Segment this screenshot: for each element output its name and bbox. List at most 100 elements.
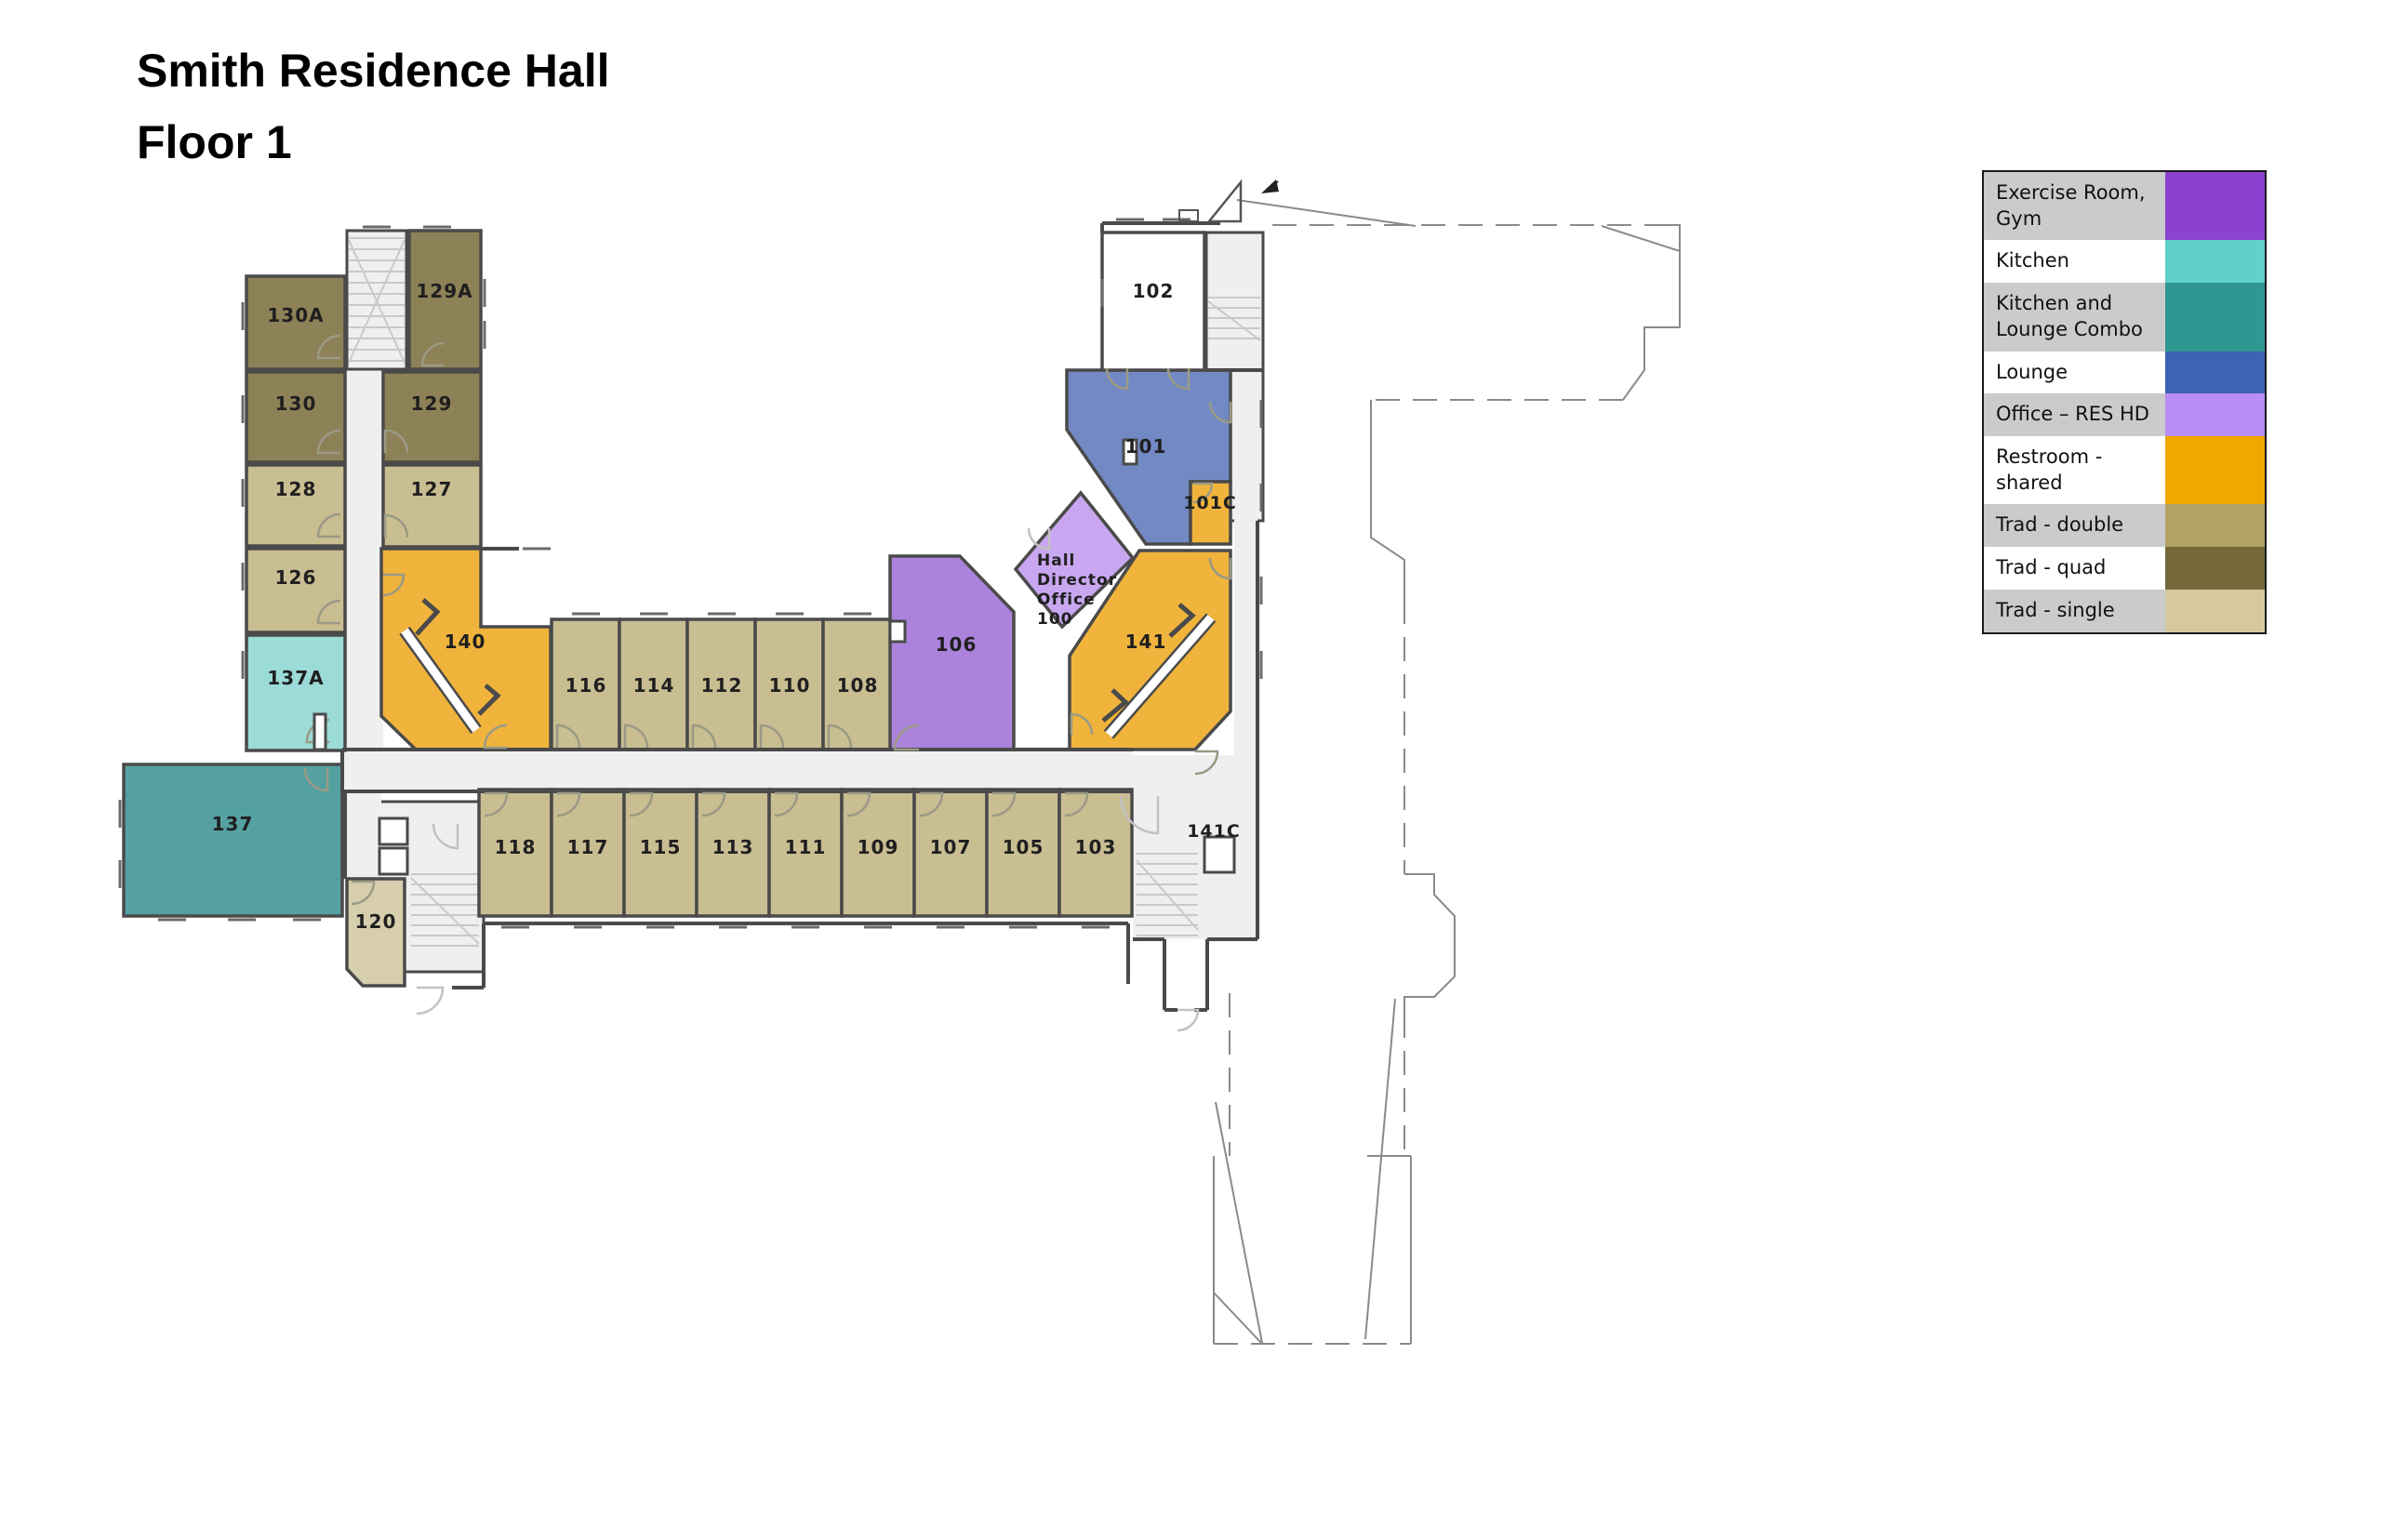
room-label: 107	[930, 836, 972, 858]
room-137A	[245, 633, 347, 752]
closet-slot	[378, 846, 409, 876]
door-swing-arc	[383, 429, 409, 454]
room-128	[245, 463, 347, 548]
legend-row: Trad - single	[1984, 589, 2265, 632]
legend-color-swatch	[2165, 240, 2265, 284]
closet-slot	[1122, 438, 1138, 466]
room-label: 130A	[267, 304, 324, 326]
partition-zigzag	[1168, 603, 1196, 638]
door-swing-arc	[420, 341, 446, 367]
door-swing-arc	[1208, 401, 1232, 424]
room-label: 106	[936, 633, 978, 656]
roof-hatch-icon	[1206, 179, 1243, 223]
legend-label: Trad - single	[1996, 598, 2115, 621]
room-label: 120	[355, 910, 397, 933]
door-swing-arc	[1177, 1008, 1200, 1032]
door-swing-arc	[382, 573, 406, 597]
corridor-area	[342, 750, 1133, 793]
legend-color-swatch	[2165, 504, 2265, 548]
room-label: 105	[1003, 836, 1044, 858]
adjacent-structure-outline	[1236, 199, 1417, 227]
door-swing-arc	[691, 724, 717, 749]
room-label: 140	[445, 631, 486, 653]
room-105	[985, 788, 1061, 918]
title-line1: Smith Residence Hall	[137, 45, 610, 97]
adjacent-structure-outline	[1213, 1292, 1262, 1344]
room-102	[1100, 231, 1206, 372]
room-110	[753, 617, 825, 751]
room-label: 129	[411, 392, 453, 415]
door-swing-arc	[701, 791, 726, 817]
room-label: 112	[701, 674, 743, 697]
room-label: 130	[275, 392, 317, 415]
room-label: 108	[837, 674, 879, 697]
door-swing-arc	[416, 986, 445, 1016]
room-127	[381, 463, 483, 549]
room-label: 101C	[1183, 493, 1237, 513]
room-label: 137A	[267, 667, 324, 689]
adjacent-structure-outline	[1215, 1101, 1263, 1344]
title-line2: Floor 1	[137, 115, 292, 168]
legend-label: Exercise Room, Gym	[1996, 181, 2146, 230]
room-label: 111	[785, 836, 827, 858]
corridor-area	[1234, 370, 1257, 939]
room-130A	[245, 274, 347, 371]
stair-diagonal	[1136, 859, 1199, 931]
room-137	[122, 763, 344, 918]
door-swing-arc	[846, 791, 871, 817]
door-swing-arc	[1119, 795, 1160, 835]
door-swing-arc	[432, 823, 459, 850]
room-label: 100	[1037, 610, 1073, 629]
room-label: 102	[1133, 280, 1175, 302]
door-swing-arc	[774, 791, 799, 817]
legend-color-swatch	[2165, 351, 2265, 394]
door-swing-arc	[1064, 791, 1089, 817]
door-swing-arc	[484, 791, 509, 817]
legend-label: Kitchen and Lounge Combo	[1996, 292, 2143, 340]
roof-hatch-bump	[1178, 209, 1199, 222]
legend-label: Trad - quad	[1996, 556, 2107, 579]
legend-label: Restroom - shared	[1996, 445, 2103, 494]
partition-stripe	[401, 628, 480, 733]
room-117	[550, 788, 626, 918]
room-103	[1057, 788, 1134, 918]
legend-label: Office – RES HD	[1996, 403, 2149, 426]
room-label: 126	[275, 566, 317, 589]
room-label: 110	[769, 674, 811, 697]
room-label: Director	[1037, 571, 1117, 590]
door-swing-arc	[1192, 482, 1214, 504]
adjacent-structure-outline	[1403, 873, 1456, 1014]
room-label: 101	[1125, 435, 1167, 458]
door-swing-arc	[316, 599, 341, 625]
door-swing-arc	[351, 880, 376, 906]
room-label: 141	[1125, 631, 1167, 653]
closet-slot	[378, 816, 409, 846]
door-swing-arc	[827, 724, 853, 749]
room-130	[245, 370, 347, 464]
door-swing-arc	[303, 767, 329, 792]
partition-zigzag	[1101, 688, 1129, 723]
room-label: Hall	[1037, 551, 1075, 570]
legend-row: Restroom - shared	[1984, 436, 2265, 505]
legend-label: Kitchen	[1996, 249, 2069, 272]
door-swing-arc	[1027, 527, 1051, 551]
legend-label: Lounge	[1996, 360, 2068, 383]
room-label: 118	[495, 836, 537, 858]
door-swing-arc	[991, 791, 1017, 817]
room-label: 129A	[416, 280, 472, 302]
room-label: 116	[565, 674, 607, 697]
adjacent-structure-outline	[1213, 1155, 1412, 1344]
partition-zigzag	[415, 598, 441, 636]
partition-stripe	[1105, 615, 1215, 737]
door-swing-arc	[759, 724, 785, 749]
corridor-area	[345, 369, 383, 751]
room-107	[912, 788, 989, 918]
legend-color-swatch	[2165, 436, 2265, 505]
door-swing-arc	[1194, 750, 1219, 776]
door-swing-arc	[483, 724, 508, 750]
room-111	[767, 788, 844, 918]
north-arrow-icon	[1264, 180, 1279, 193]
